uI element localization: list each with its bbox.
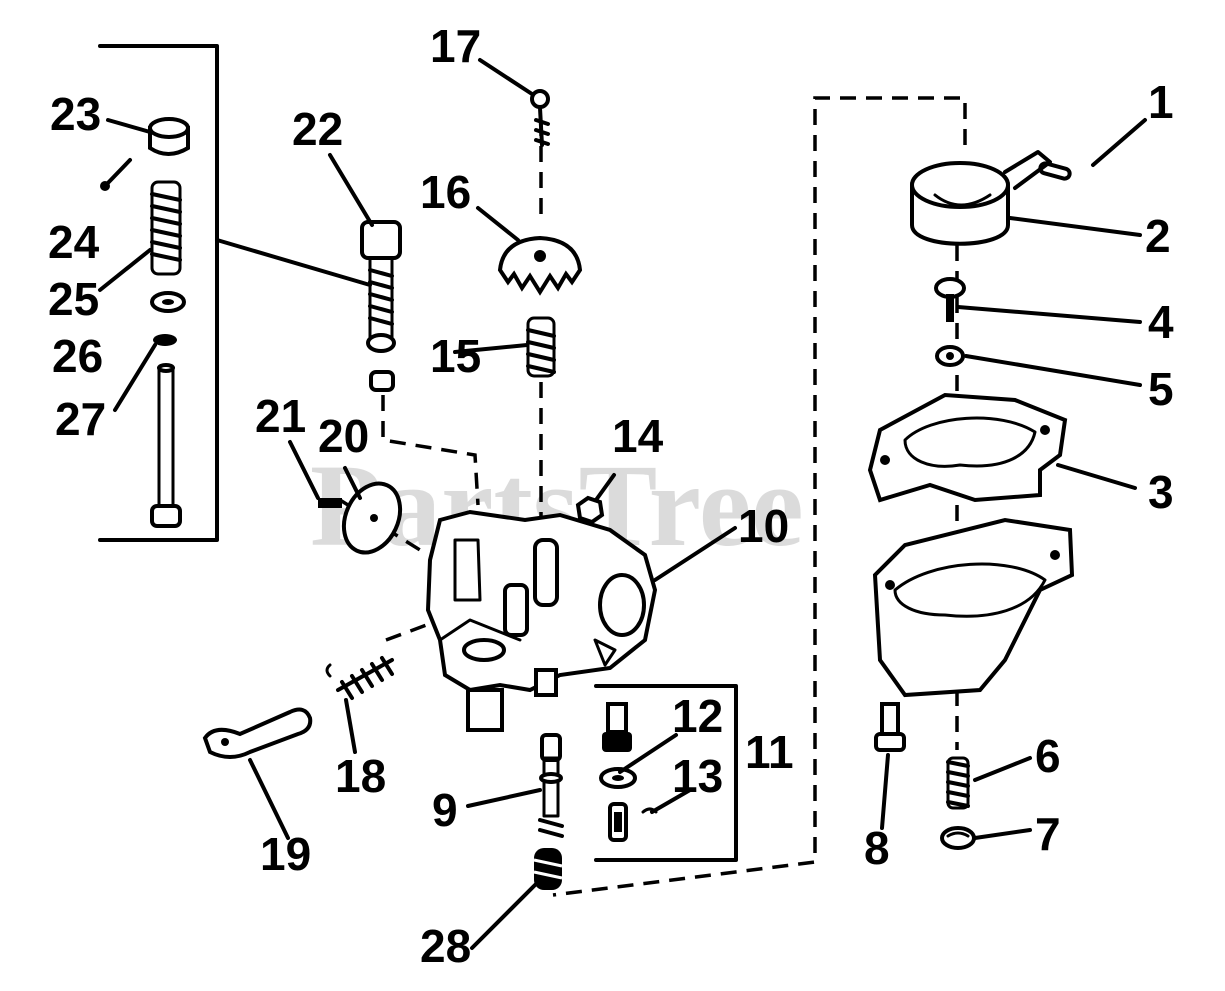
part-25-spring: [150, 180, 182, 276]
part-19-throttle-lever: [202, 707, 313, 759]
part-9-main-nozzle: [538, 733, 564, 838]
part-12-screw: [602, 702, 632, 752]
callout-12: 12: [672, 690, 723, 742]
callout-1: 1: [1148, 76, 1174, 128]
callout-13: 13: [672, 750, 723, 802]
float-bowl: [872, 517, 1075, 698]
part-8-screw: [874, 702, 906, 752]
callout-11: 11: [745, 726, 794, 778]
part-2-float: [910, 150, 1052, 246]
part-13-jet: [608, 802, 628, 842]
callout-18: 18: [335, 750, 386, 802]
callout-20: 20: [318, 410, 369, 462]
part-20-throttle-plate: [341, 481, 403, 555]
part-26-washer: [150, 291, 186, 313]
part-7-plug: [940, 826, 976, 850]
part-22-adjust-needle: [360, 220, 402, 392]
bracket-left-kit: [98, 44, 372, 542]
callout-28: 28: [420, 920, 471, 972]
callout-17: 17: [430, 20, 481, 72]
part-14-nut: [575, 495, 605, 525]
part-23-knob: [148, 117, 190, 156]
callout-27: 27: [55, 393, 106, 445]
callout-21: 21: [255, 390, 306, 442]
callout-24: 24: [48, 216, 100, 268]
part-18-spring: [325, 656, 394, 700]
callout-6: 6: [1035, 730, 1061, 782]
callout-2: 2: [1145, 210, 1171, 262]
callout-15: 15: [430, 330, 481, 382]
callout-4: 4: [1148, 296, 1174, 348]
part-5-needle-seat: [935, 345, 965, 367]
callout-numbers: 1 2 3 4 5 6 7 8 9 10 11 12 13 14 15 16 1…: [48, 20, 1174, 972]
callout-25: 25: [48, 273, 99, 325]
part-4-inlet-needle: [934, 277, 966, 322]
part-21-screw: [318, 498, 342, 508]
part-16-cam-gear: [497, 235, 583, 296]
part-6-spring: [946, 756, 970, 810]
callout-14: 14: [612, 410, 664, 462]
part-17-screw: [530, 89, 550, 147]
part-27-shaft: [150, 334, 182, 528]
callout-8: 8: [864, 822, 890, 874]
part-10-carburetor-body: [425, 509, 658, 732]
callout-5: 5: [1148, 363, 1174, 415]
callout-7: 7: [1035, 808, 1061, 860]
part-24-pin: [100, 158, 132, 191]
leader-lines: [98, 58, 1147, 950]
callout-16: 16: [420, 166, 471, 218]
callout-19: 19: [260, 828, 311, 880]
part-15-spring: [526, 316, 556, 378]
part-13-washer: [599, 767, 658, 814]
callout-22: 22: [292, 103, 343, 155]
callout-23: 23: [50, 88, 101, 140]
callout-26: 26: [52, 330, 103, 382]
callout-10: 10: [738, 500, 789, 552]
part-3-gasket: [867, 392, 1068, 503]
bracket-kit-11: [594, 684, 738, 862]
callout-3: 3: [1148, 466, 1174, 518]
callout-9: 9: [432, 784, 458, 836]
